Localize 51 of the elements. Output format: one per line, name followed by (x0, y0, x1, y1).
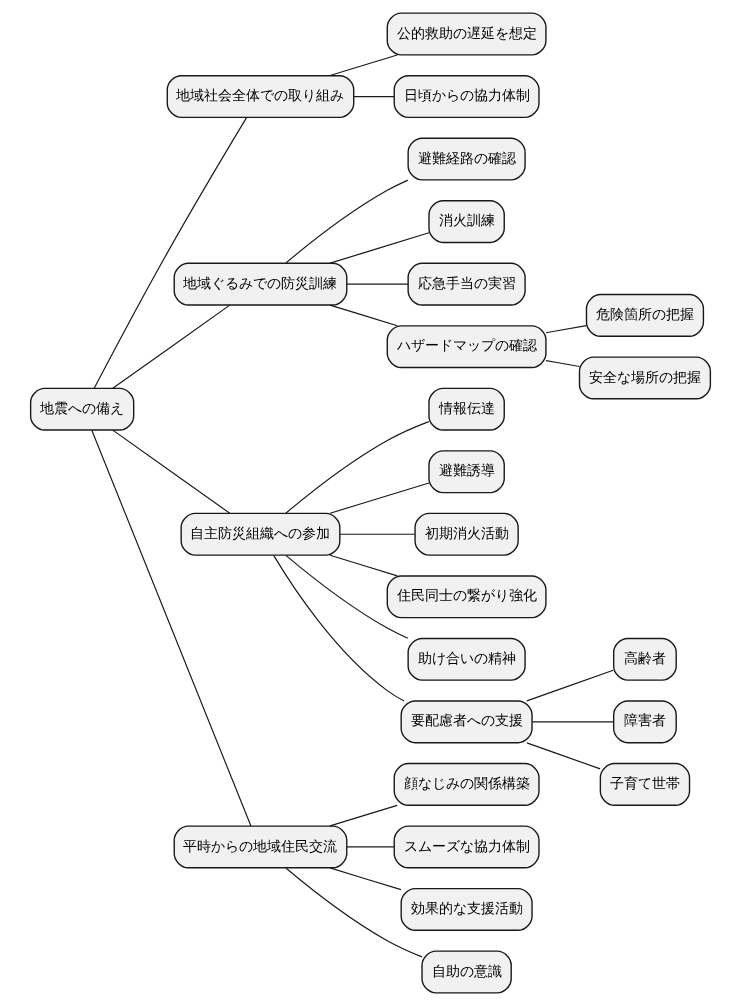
connector (352, 95, 395, 98)
connector (329, 232, 429, 264)
connector (111, 429, 230, 514)
node-box: 応急手当の実習 (406, 262, 526, 306)
node-box: 地域ぐるみでの防災訓練 (173, 262, 347, 306)
node-box: スムーズな協力体制 (393, 825, 540, 869)
connector (544, 325, 587, 334)
connector (525, 669, 614, 702)
node-box: 地震への備え (29, 387, 134, 431)
connector (329, 304, 398, 327)
node-box: 自主防災組織への参加 (179, 512, 340, 556)
node-box: ハザードマップの確認 (386, 325, 547, 369)
connector (329, 482, 429, 514)
node-box: 地域社会全体での取り組み (166, 75, 354, 119)
connector (544, 360, 580, 368)
node-box: 住民同士の繋がり強化 (386, 575, 547, 619)
connector (284, 867, 422, 958)
node-box: 避難誘導 (427, 450, 505, 494)
connector (531, 721, 614, 723)
node-box: 日頃からの協力体制 (393, 75, 540, 119)
connector (284, 421, 429, 514)
node-box: 避難経路の確認 (406, 137, 526, 181)
node-box: 子育て世帯 (599, 762, 690, 806)
node-box: 平時からの地域住民交流 (173, 825, 347, 869)
node-box: 初期消火活動 (413, 512, 519, 556)
connector (329, 554, 398, 577)
node-box: 情報伝達 (427, 387, 505, 431)
node-box: 障害者 (612, 700, 677, 744)
node-box: 効果的な支援活動 (400, 887, 533, 931)
connector (345, 846, 395, 848)
node-box: 自助の意識 (420, 950, 512, 994)
connector (329, 804, 398, 827)
node-box: 助け合いの精神 (406, 637, 526, 681)
connector (284, 554, 408, 639)
node-box: 消火訓練 (427, 200, 505, 244)
connector (272, 554, 405, 702)
connector (111, 304, 230, 389)
connector (284, 179, 408, 264)
connector (90, 429, 251, 827)
node-box: 高齢者 (612, 637, 677, 681)
node-box: 安全な場所の把握 (578, 356, 711, 400)
connector (525, 742, 601, 770)
connector (329, 54, 398, 77)
node-box: 要配慮者への支援 (400, 700, 533, 744)
connector (329, 867, 402, 891)
node-box: 危険箇所の把握 (585, 293, 704, 337)
connector (345, 283, 409, 285)
connector (338, 533, 415, 535)
connector (93, 117, 247, 389)
node-box: 公的救助の遅延を想定 (386, 12, 547, 56)
node-box: 顔なじみの関係構築 (393, 762, 540, 806)
